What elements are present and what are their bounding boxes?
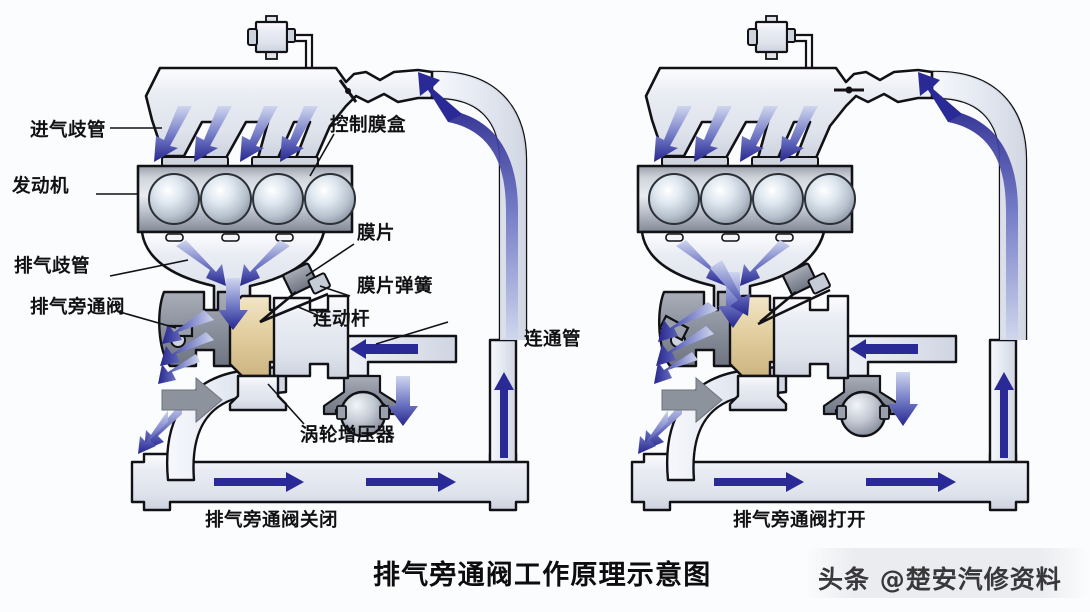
intake-flow-arrows-right [654, 106, 818, 162]
bottom-duct-arrow-1-left [214, 472, 304, 492]
bottom-duct-arrow-2-left [366, 472, 456, 492]
bypass-flow-arrows-right [654, 302, 718, 384]
riser-arrow-right [994, 372, 1014, 458]
label-exhaust-manifold: 排气歧管 [14, 256, 91, 277]
panel-left [96, 14, 530, 512]
label-control-diaphragm-box: 控制膜盒 [330, 115, 407, 136]
linkage-rod-right [757, 288, 831, 326]
label-engine: 发动机 [12, 176, 70, 197]
throttle-plate-right [834, 86, 864, 94]
exhaust-flow-arrows-left [176, 240, 290, 330]
caption-right-panel: 排气旁通阀打开 [733, 510, 867, 531]
leader-lines-left [96, 127, 449, 425]
exhaust-out-arrow-right [661, 376, 723, 424]
watermark: 头条 @楚安汽修资料 [818, 565, 1062, 594]
linkage-rod-left [259, 292, 329, 324]
throttle-plate-left [338, 79, 358, 103]
turbine-exit-arrows-left [158, 310, 214, 384]
intake-flow-arrows-left [154, 106, 318, 162]
compressor-out-arrow-left [388, 376, 418, 426]
label-diaphragm-spring: 膜片弹簧 [357, 276, 434, 297]
exhaust-flow-arrows-right [676, 240, 790, 328]
label-diaphragm: 膜片 [357, 223, 396, 244]
label-linkage-rod: 连动杆 [313, 309, 371, 330]
downpipe-arrows-left [138, 402, 182, 454]
riser-arrow-left [494, 372, 514, 458]
label-connecting-pipe: 连通管 [524, 329, 582, 350]
page-title: 排气旁通阀工作原理示意图 [373, 560, 712, 591]
label-turbocharger: 涡轮增压器 [300, 425, 396, 446]
compressor-out-arrow-right [888, 372, 918, 426]
label-intake-manifold: 进气歧管 [30, 120, 107, 141]
bottom-duct-arrow-2-right [866, 472, 956, 492]
caption-left-panel: 排气旁通阀关闭 [205, 510, 339, 531]
exhaust-out-arrow-left [161, 376, 223, 424]
panel-right [630, 14, 1030, 512]
connecting-pipe-arrows-left [418, 72, 518, 340]
bottom-duct-arrow-1-right [714, 472, 804, 492]
charge-pipe-arrow-left [350, 339, 418, 359]
connecting-pipe-arrows-right [918, 72, 1018, 340]
charge-pipe-arrow-right [850, 339, 918, 359]
label-exhaust-bypass-valve: 排气旁通阀 [30, 297, 126, 318]
downpipe-arrows-right [638, 402, 682, 454]
